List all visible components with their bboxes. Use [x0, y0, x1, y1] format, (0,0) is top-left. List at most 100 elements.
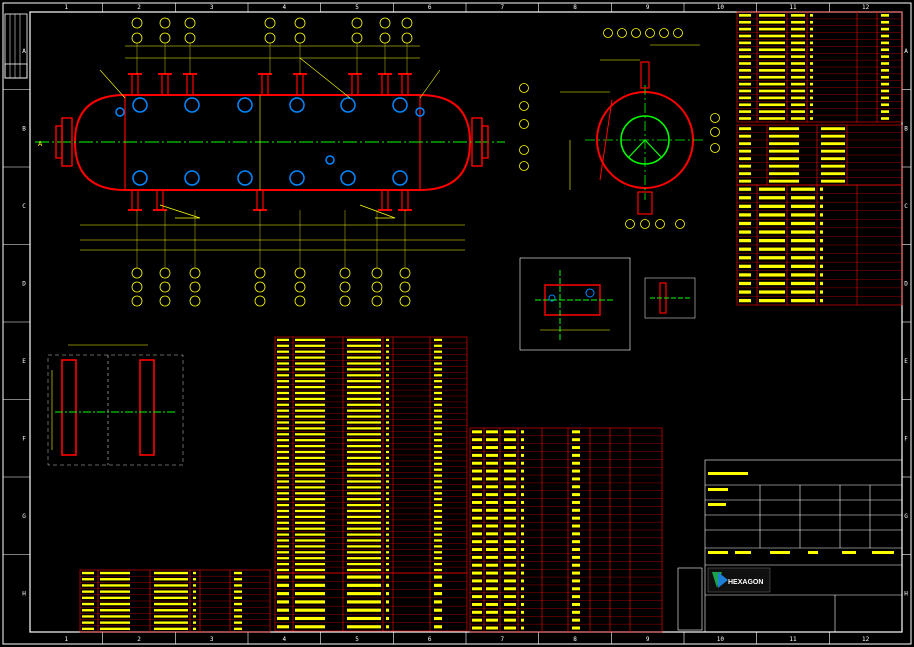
callout-balloon	[189, 295, 201, 307]
callout-balloon	[519, 161, 529, 171]
detail-view-side	[47, 344, 184, 466]
nozzle	[131, 73, 139, 96]
opening	[132, 97, 148, 113]
column-label: 11	[789, 636, 797, 643]
row-label: F	[904, 435, 908, 442]
bottom-nozzles	[128, 189, 412, 219]
column-label: 10	[717, 4, 725, 11]
nozzle-callouts-bottom	[131, 210, 411, 307]
callout-balloon	[603, 28, 613, 38]
callout-balloon	[401, 17, 413, 29]
dimension-lines	[80, 45, 465, 251]
nozzle-schedule-table	[79, 569, 271, 633]
callout-balloon	[159, 32, 171, 44]
shell-openings	[115, 97, 425, 186]
vessel-end-view	[519, 28, 720, 229]
left-end-nozzle	[55, 117, 73, 167]
opening	[340, 170, 356, 186]
callout-balloon	[519, 145, 529, 155]
callout-balloon	[399, 295, 411, 307]
callout-balloon	[254, 295, 266, 307]
column-label: 1	[65, 636, 69, 643]
callout-balloon	[159, 267, 171, 279]
callout-balloon	[159, 17, 171, 29]
callout-balloon	[339, 295, 351, 307]
opening	[392, 170, 408, 186]
row-label: E	[904, 358, 908, 365]
nozzle	[261, 73, 269, 96]
opening	[392, 97, 408, 113]
callout-balloon	[640, 219, 650, 229]
row-label: B	[22, 125, 26, 132]
title-block-entry	[708, 551, 728, 554]
nozzle	[381, 189, 389, 211]
column-label: 7	[501, 636, 505, 643]
callout-balloon	[184, 17, 196, 29]
column-label: 4	[283, 4, 287, 11]
callout-balloon	[519, 83, 529, 93]
callout-balloon	[371, 281, 383, 293]
column-label: 9	[646, 636, 650, 643]
opening	[132, 170, 148, 186]
title-block-entry	[708, 503, 726, 506]
callout-balloon	[159, 281, 171, 293]
callout-balloon	[189, 281, 201, 293]
callout-balloon	[339, 267, 351, 279]
title-block-entry	[708, 488, 728, 491]
column-label: 12	[862, 4, 870, 11]
column-label: 5	[355, 4, 359, 11]
right-end-nozzle	[471, 117, 489, 167]
detail-view-flange	[519, 257, 631, 351]
row-label: H	[22, 590, 26, 597]
callout-balloon	[675, 219, 685, 229]
callout-balloon	[710, 143, 720, 153]
callout-balloon	[379, 17, 391, 29]
data-tables	[79, 11, 903, 633]
callout-balloon	[351, 32, 363, 44]
opening	[415, 107, 425, 117]
callout-balloon	[379, 32, 391, 44]
column-label: 5	[355, 636, 359, 643]
nozzle-callouts-top	[131, 17, 413, 74]
column-label: 10	[717, 636, 725, 643]
title-block-entry	[842, 551, 856, 554]
parts-list-footer	[274, 572, 468, 632]
materials-table	[469, 427, 663, 633]
callout-balloon	[645, 28, 655, 38]
row-label: C	[904, 203, 908, 210]
end-view-callouts	[519, 28, 720, 229]
title-block-entry	[735, 551, 751, 554]
row-label: G	[904, 513, 908, 520]
callout-balloon	[264, 32, 276, 44]
column-label: 2	[137, 636, 141, 643]
row-label: B	[904, 125, 908, 132]
row-label: E	[22, 358, 26, 365]
nozzle	[296, 73, 304, 96]
callout-balloon	[184, 32, 196, 44]
callout-balloon	[371, 295, 383, 307]
title-block-entries	[708, 472, 894, 554]
column-label: 8	[573, 636, 577, 643]
nozzle	[401, 73, 409, 96]
callout-balloon	[131, 32, 143, 44]
row-label: A	[22, 48, 26, 55]
company-logo: HEXAGON	[707, 567, 771, 593]
row-label: G	[22, 513, 26, 520]
callout-balloon	[710, 113, 720, 123]
parts-list-table	[274, 336, 468, 574]
inspection-table	[736, 184, 903, 306]
title-block-entry	[808, 551, 818, 554]
zone-ticks	[3, 3, 911, 644]
nozzle	[186, 73, 194, 96]
design-data-table	[736, 11, 903, 123]
column-label: 9	[646, 4, 650, 11]
callout-balloon	[673, 28, 683, 38]
title-block-entry	[770, 551, 790, 554]
callout-balloon	[399, 281, 411, 293]
nozzle	[351, 73, 359, 96]
callout-balloon	[294, 267, 306, 279]
row-label: A	[904, 48, 908, 55]
top-nozzles	[128, 73, 412, 96]
